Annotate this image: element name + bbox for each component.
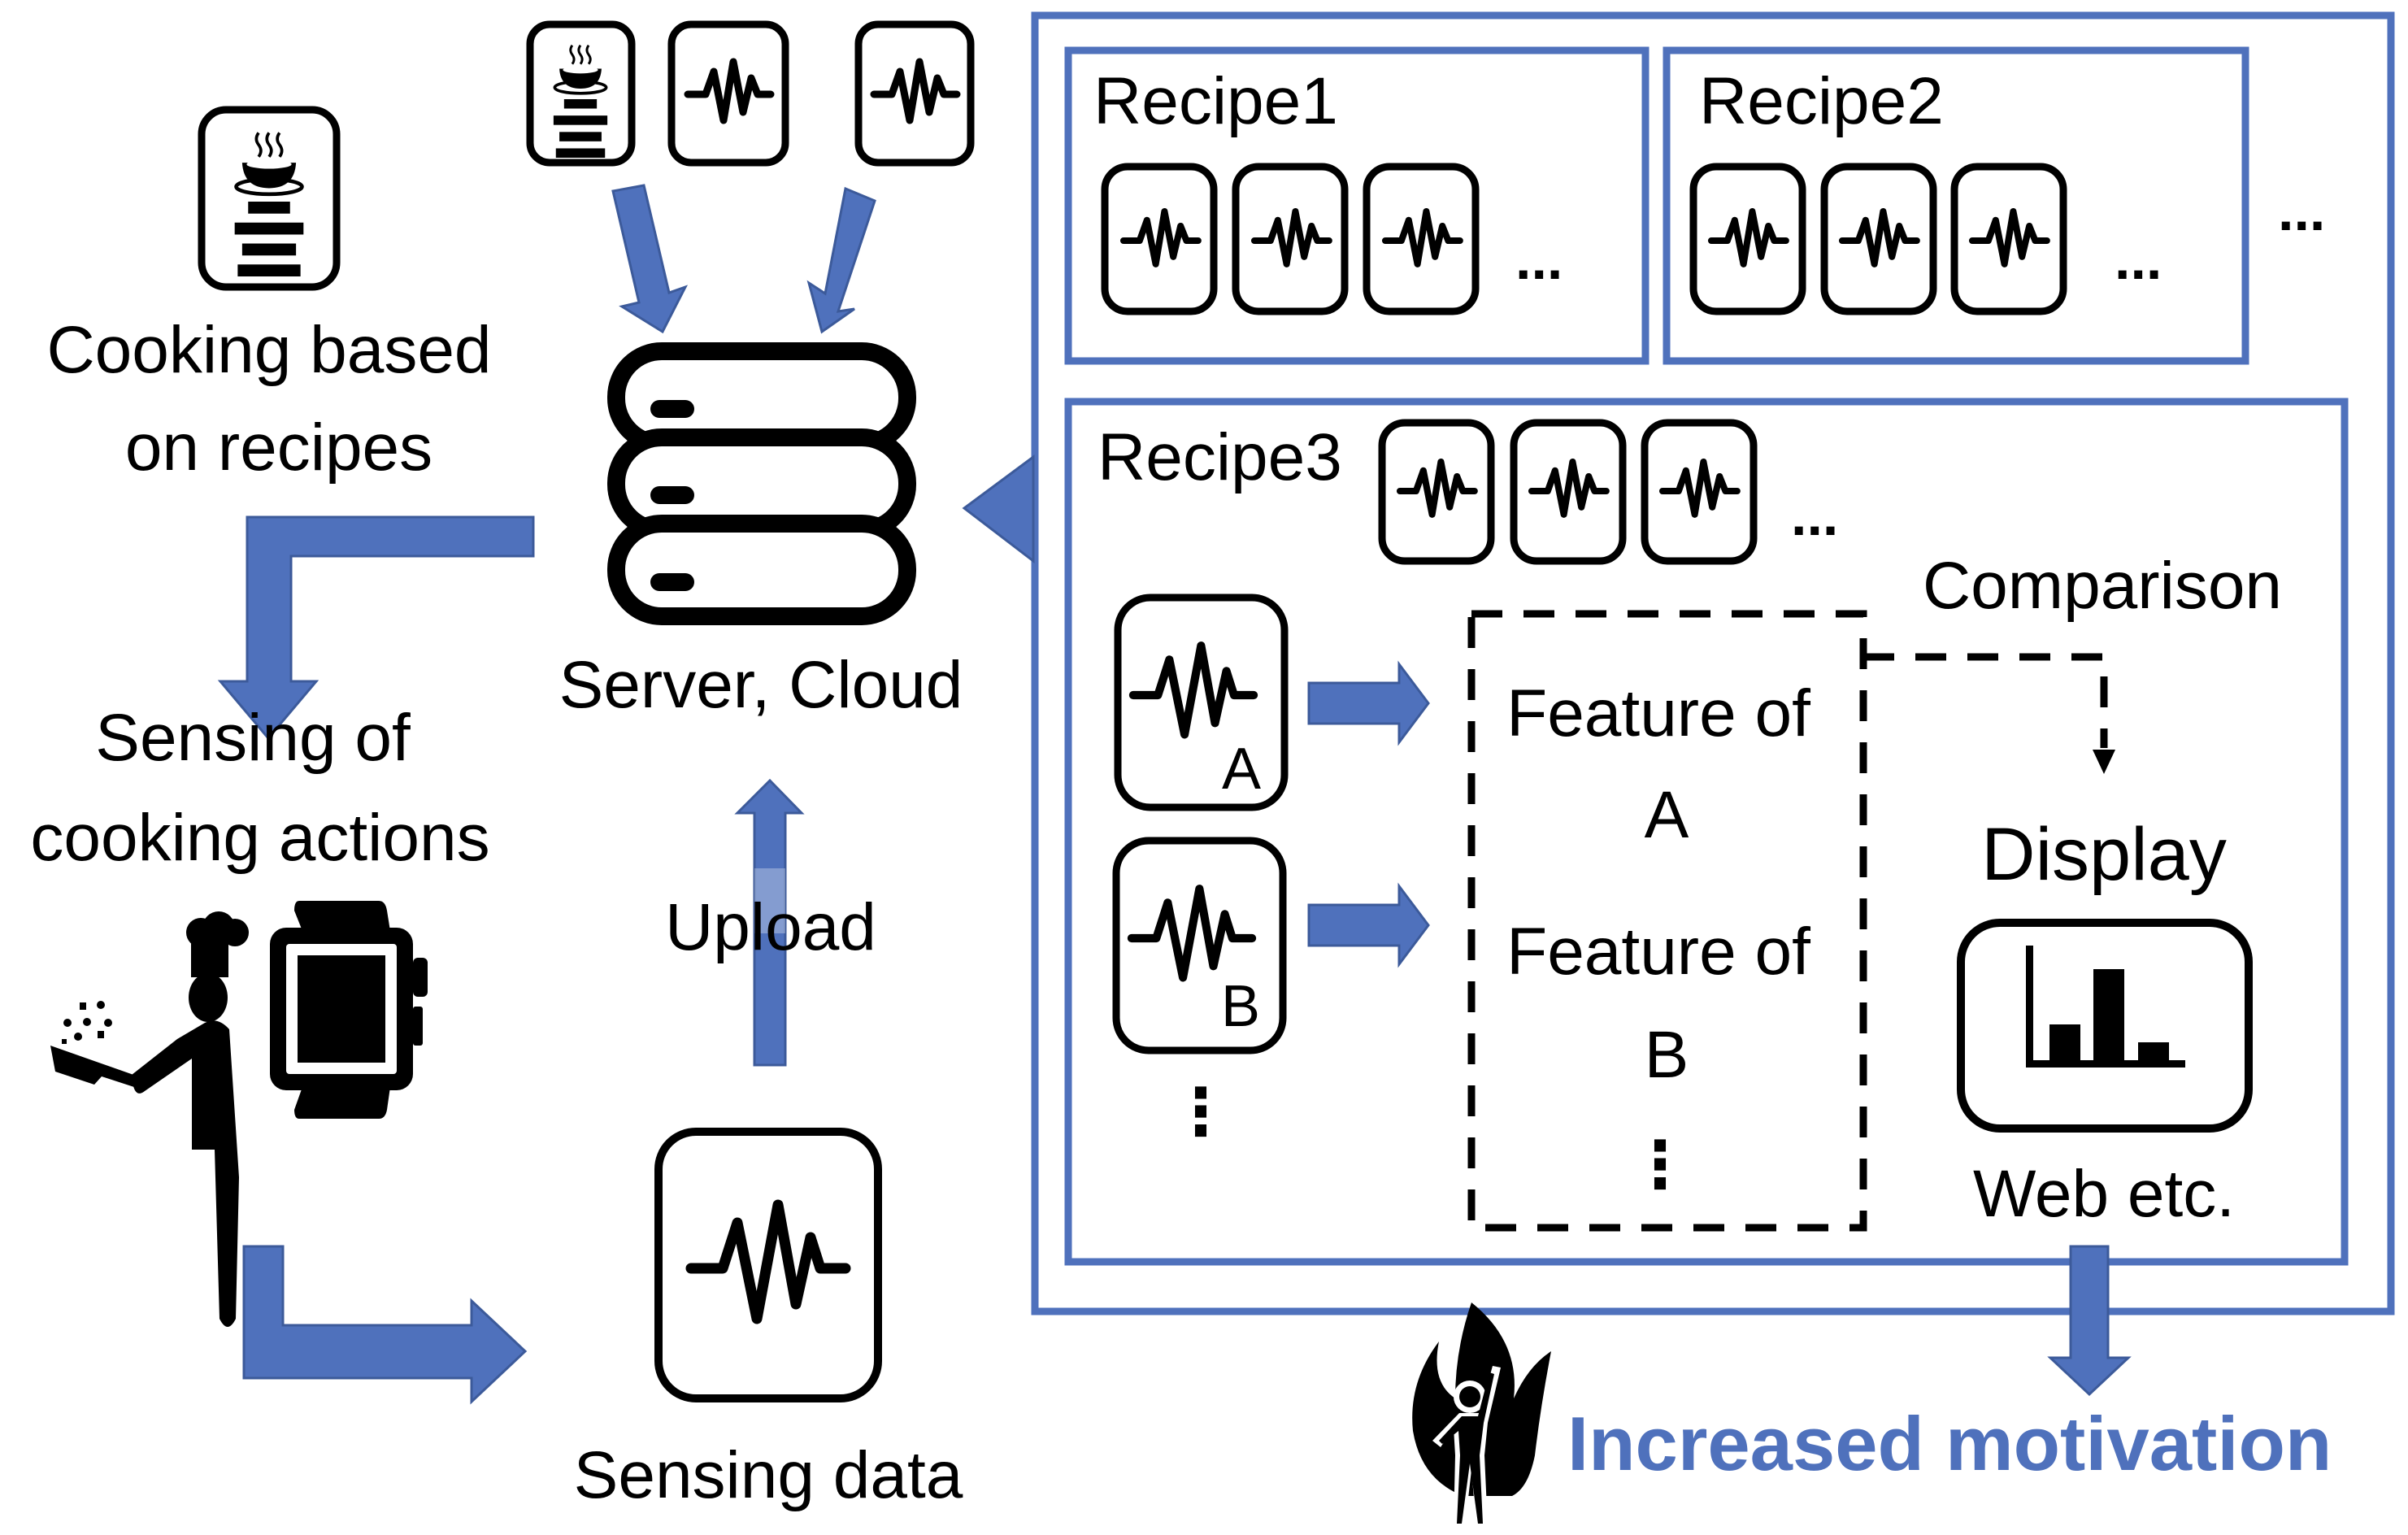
recipe3-card-3 bbox=[1641, 419, 1758, 565]
feature-b-line2: B bbox=[1645, 1018, 1689, 1092]
recipe1-frame bbox=[1064, 46, 1650, 365]
smartwatch-icon bbox=[270, 901, 428, 1119]
arrow-recipe-to-server bbox=[611, 184, 689, 334]
cooking-label-line2: on recipes bbox=[125, 411, 432, 485]
cards-vertical-more: ⋮ bbox=[1168, 1076, 1233, 1148]
recipe3-more: ... bbox=[1791, 484, 1838, 547]
recipe-database-frame bbox=[1031, 11, 2395, 1315]
sensing-label-line2: cooking actions bbox=[30, 801, 489, 875]
arrow-b-to-feature bbox=[1307, 882, 1430, 968]
arrow-chef-to-sensing-data bbox=[242, 1245, 528, 1405]
web-label: Web etc. bbox=[1973, 1157, 2235, 1231]
motivation-label: Increased motivation bbox=[1567, 1401, 2332, 1486]
motivated-person-flame-icon bbox=[1412, 1302, 1551, 1527]
card-a-label: A bbox=[1222, 737, 1261, 802]
recipe3-frame bbox=[1064, 398, 2349, 1266]
comparison-arrowhead bbox=[2093, 750, 2115, 774]
feature-a-line2: A bbox=[1645, 778, 1689, 852]
arrow-database-to-server bbox=[962, 454, 1035, 564]
bar-chart-icon bbox=[1957, 919, 2253, 1133]
sensing-data-card bbox=[654, 1128, 882, 1402]
recipe2-title: Recipe2 bbox=[1699, 64, 1944, 138]
sensing-label-line1: Sensing of bbox=[95, 701, 411, 775]
more-recipes: ... bbox=[2278, 179, 2325, 242]
comparison-label: Comparison bbox=[1923, 549, 2282, 623]
feature-box bbox=[1467, 610, 1867, 1232]
recipe2-card-2 bbox=[1820, 163, 1937, 315]
recipe2-card-3 bbox=[1950, 163, 2067, 315]
sensor-card-a: A bbox=[1114, 594, 1289, 811]
arrow-server-to-sensing bbox=[217, 515, 535, 741]
recipe1-title: Recipe1 bbox=[1093, 64, 1338, 138]
card-b-label: B bbox=[1221, 974, 1260, 1039]
recipe3-card-1 bbox=[1378, 419, 1495, 565]
upload-label: Upload bbox=[665, 890, 876, 964]
recipe1-card-1 bbox=[1101, 163, 1218, 315]
comparison-connector bbox=[1863, 653, 2108, 748]
recipe2-group[interactable]: Recipe2 ... bbox=[1663, 46, 2249, 365]
server-icon bbox=[607, 342, 916, 625]
recipe1-more: ... bbox=[1515, 228, 1563, 291]
sensor-card-b: B bbox=[1112, 837, 1287, 1054]
recipe3-title: Recipe3 bbox=[1098, 420, 1342, 494]
recipe2-card-1 bbox=[1689, 163, 1806, 315]
recipe3-group[interactable]: Recipe3 ... A B ⋮ Feature of A Feature o… bbox=[1064, 398, 2349, 1266]
top-recipe-card bbox=[526, 20, 636, 167]
arrow-a-to-feature bbox=[1307, 660, 1430, 746]
arrow-to-motivation bbox=[2047, 1245, 2132, 1397]
upload-arrow bbox=[734, 778, 805, 1067]
recipe2-more: ... bbox=[2115, 228, 2162, 291]
recipe2-frame bbox=[1663, 46, 2249, 365]
chef-icon bbox=[50, 911, 249, 1327]
recipe1-card-2 bbox=[1232, 163, 1349, 315]
top-waveform-card-2 bbox=[854, 20, 975, 167]
feature-a-line1: Feature of bbox=[1506, 676, 1810, 750]
feature-b-line1: Feature of bbox=[1506, 915, 1810, 989]
top-waveform-card-1 bbox=[667, 20, 789, 167]
server-label: Server, Cloud bbox=[559, 648, 963, 722]
cooking-label-line1: Cooking based bbox=[46, 313, 491, 387]
recipe-card-frame bbox=[198, 106, 341, 291]
arrow-sensor-to-server bbox=[806, 186, 876, 334]
recipe-card bbox=[198, 106, 341, 291]
recipe1-group[interactable]: Recipe1 ... bbox=[1064, 46, 1650, 365]
recipe1-card-3 bbox=[1363, 163, 1480, 315]
recipe3-card-2 bbox=[1510, 419, 1627, 565]
display-label: Display bbox=[1981, 813, 2227, 896]
feature-vertical-more: ⋮ bbox=[1628, 1128, 1693, 1201]
sensing-data-label: Sensing data bbox=[574, 1438, 963, 1512]
